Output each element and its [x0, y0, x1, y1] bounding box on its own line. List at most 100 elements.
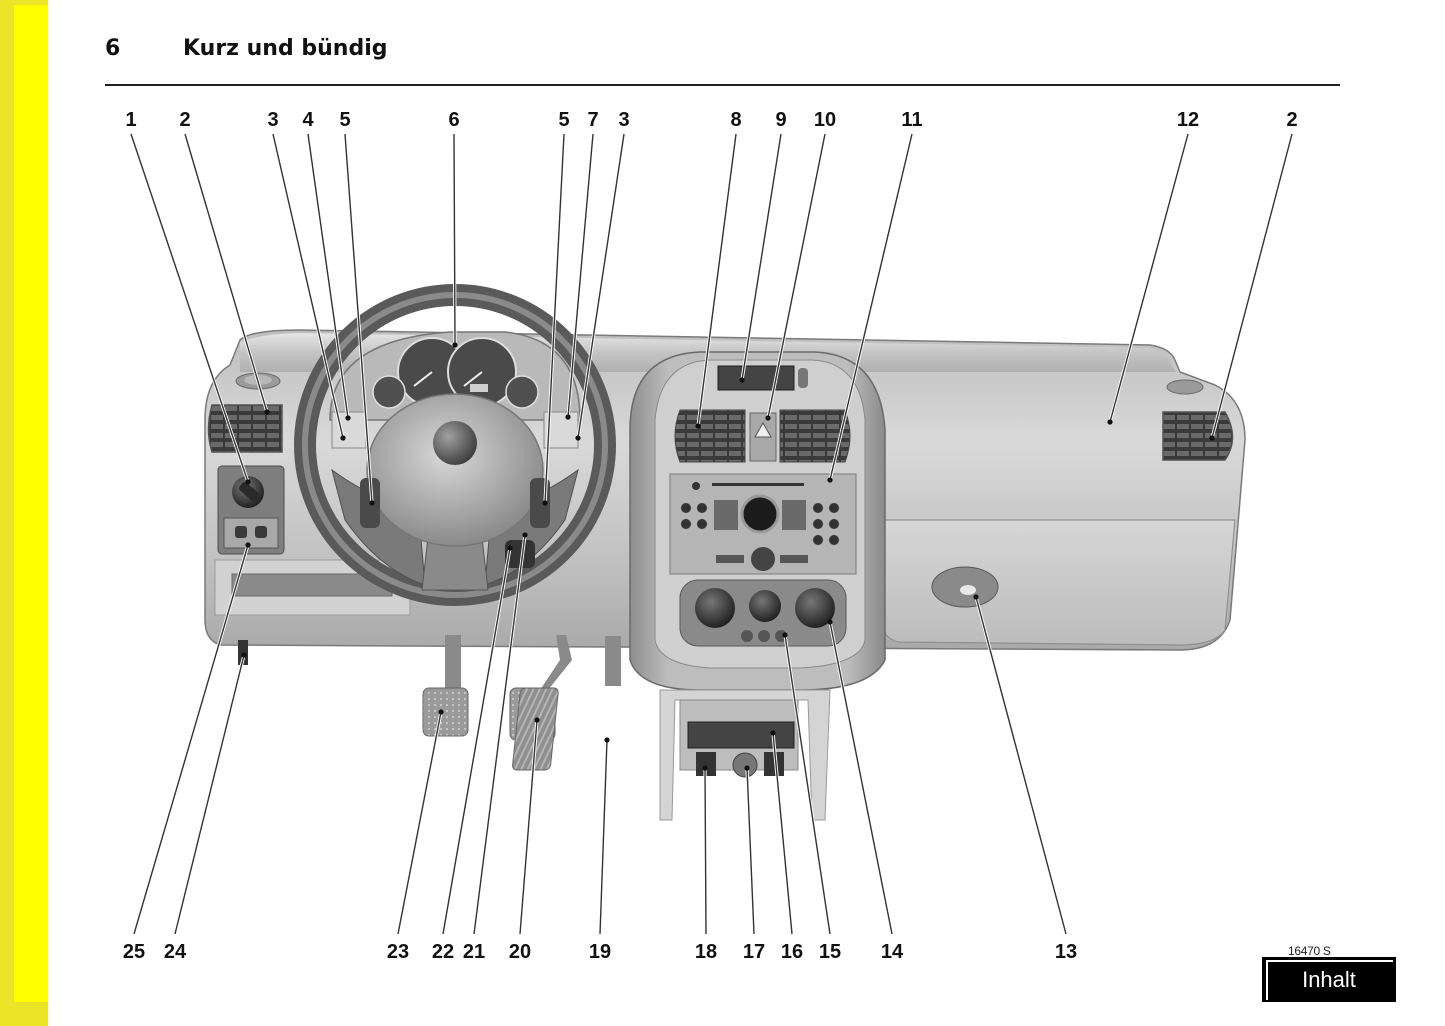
bottom-leader-line	[599, 739, 608, 935]
bottom-callout-label: 24	[164, 941, 187, 963]
top-leader-line	[741, 133, 782, 381]
top-leader-line	[829, 133, 913, 481]
top-leader-dot	[765, 415, 771, 421]
top-leader-dot	[345, 415, 351, 421]
top-leader-line	[567, 133, 594, 418]
bottom-callout-label: 18	[695, 941, 717, 963]
bottom-callout-label: 25	[123, 941, 145, 963]
toc-button[interactable]: Inhalt	[1262, 957, 1396, 1002]
top-callout-label: 5	[558, 109, 569, 131]
toc-button-label: Inhalt	[1302, 966, 1356, 992]
top-callout-label: 3	[267, 109, 278, 131]
top-leader-line	[544, 133, 565, 504]
bottom-leader-line	[829, 621, 893, 935]
bottom-leader-line	[174, 654, 245, 935]
bottom-leader-line	[133, 544, 249, 935]
top-leader-line	[344, 133, 373, 504]
bottom-leader-dot	[507, 545, 513, 551]
top-callout-label: 2	[179, 109, 190, 131]
top-leader-dot	[695, 423, 701, 429]
bottom-leader-dot	[744, 765, 750, 771]
bottom-leader-dot	[438, 709, 444, 715]
bottom-callout-label: 16	[781, 941, 803, 963]
top-leader-dot	[245, 479, 251, 485]
yellow-side-bar-inner	[14, 5, 48, 1002]
top-leader-dot	[1107, 419, 1113, 425]
top-leader-dot	[827, 477, 833, 483]
top-leader-line	[1109, 133, 1189, 423]
center-console	[629, 351, 886, 691]
bottom-leader-line	[704, 767, 707, 935]
top-callout-label: 9	[775, 109, 786, 131]
bottom-leader-line	[442, 547, 511, 935]
top-leader-dot	[264, 409, 270, 415]
top-leader-line	[767, 133, 826, 419]
top-leader-dot	[340, 435, 346, 441]
yellow-side-bar	[0, 0, 48, 1026]
top-leader-line	[1211, 133, 1293, 439]
bottom-callout-label: 22	[432, 941, 454, 963]
top-leader-line	[130, 133, 249, 483]
top-callout-label: 3	[618, 109, 629, 131]
top-leader-dot	[739, 377, 745, 383]
bottom-leader-line	[519, 719, 538, 935]
top-callout-label: 1	[125, 109, 136, 131]
bottom-leader-line	[975, 596, 1067, 935]
top-callout-label: 12	[1177, 109, 1199, 131]
glove-box	[931, 566, 999, 608]
top-leader-line	[307, 133, 349, 419]
pedals	[422, 635, 621, 771]
bottom-leader-dot	[702, 765, 708, 771]
top-callout-label: 5	[339, 109, 350, 131]
top-leader-dot	[565, 414, 571, 420]
bottom-callout-label: 19	[589, 941, 611, 963]
top-leader-dot	[575, 435, 581, 441]
top-leader-line	[697, 133, 737, 427]
light-switch-panel	[217, 465, 285, 555]
bottom-leader-line	[772, 732, 793, 935]
image-code: 16470 S	[1288, 944, 1331, 958]
top-callout-label: 7	[587, 109, 598, 131]
top-leader-dot	[1209, 435, 1215, 441]
instrument-cluster	[329, 331, 581, 421]
page-title: Kurz und bündig	[183, 36, 388, 61]
top-callout-label: 6	[448, 109, 459, 131]
bottom-callout-label: 14	[881, 941, 904, 963]
top-callout-label: 11	[901, 109, 922, 131]
top-leader-line	[184, 133, 268, 413]
bottom-leader-dot	[534, 717, 540, 723]
bottom-callout-label: 23	[387, 941, 409, 963]
bottom-callout-label: 17	[743, 941, 765, 963]
top-leader-dot	[452, 342, 458, 348]
header-rule	[105, 84, 1340, 86]
bottom-leader-dot	[973, 594, 979, 600]
page-number: 6	[105, 36, 121, 61]
top-leader-line	[577, 133, 625, 439]
bottom-leader-line	[473, 534, 526, 935]
bottom-leader-dot	[604, 737, 610, 743]
bottom-leader-dot	[827, 619, 833, 625]
top-leader-dot	[542, 500, 548, 506]
bottom-leader-line	[784, 634, 831, 935]
bottom-leader-line	[746, 767, 755, 935]
lower-console	[659, 689, 831, 821]
top-callout-label: 2	[1286, 109, 1297, 131]
bottom-leader-line	[397, 711, 442, 935]
top-leader-dot	[369, 500, 375, 506]
bottom-callout-label: 15	[819, 941, 841, 963]
bottom-leader-dot	[770, 730, 776, 736]
bottom-callout-label: 20	[509, 941, 531, 963]
top-leader-line	[453, 133, 456, 346]
top-callout-label: 10	[814, 109, 836, 131]
top-leader-line	[272, 133, 344, 439]
bottom-callout-label: 13	[1055, 941, 1077, 963]
top-callout-label: 8	[730, 109, 741, 131]
bottom-leader-dot	[522, 532, 528, 538]
top-callout-label: 4	[302, 109, 314, 131]
bottom-leader-dot	[782, 632, 788, 638]
callout-leader-lines	[129, 133, 1294, 935]
steering-wheel	[294, 284, 616, 606]
bottom-leader-dot	[241, 652, 247, 658]
